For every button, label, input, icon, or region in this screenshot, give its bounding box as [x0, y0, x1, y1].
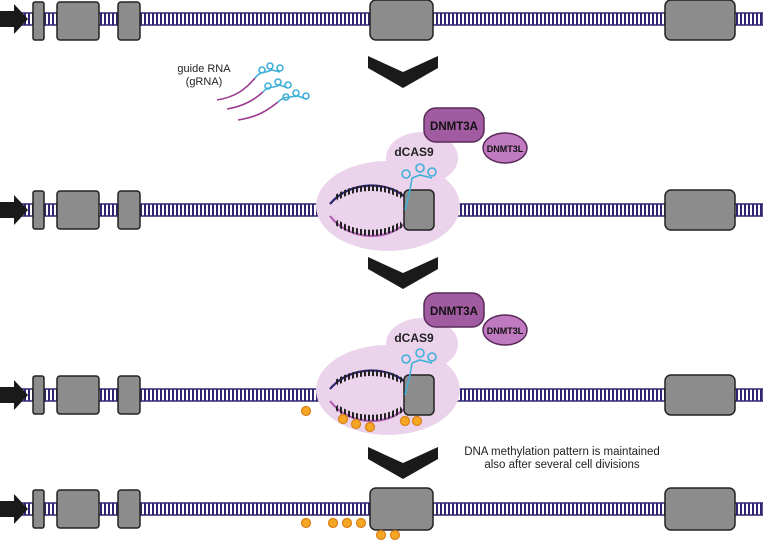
methylation-marks-inherited — [300, 517, 401, 541]
dcas9-lobe — [386, 318, 458, 370]
dcas9-label: dCAS9 — [394, 331, 434, 345]
exon — [117, 1, 141, 41]
methylation-note-continued: also after several cell divisions — [484, 459, 640, 471]
grna-molecule — [237, 89, 310, 121]
dna-row-4 — [0, 487, 763, 531]
exon — [56, 375, 100, 415]
exon — [664, 374, 736, 416]
exon — [117, 375, 141, 415]
step-chevron — [368, 56, 438, 88]
exon — [664, 189, 736, 231]
dna-row-1 — [0, 0, 763, 41]
methyl-group — [300, 517, 312, 529]
promoter-arrow — [0, 195, 28, 225]
dnmt3l-label: DNMT3L — [487, 144, 524, 154]
grna-molecule — [226, 78, 292, 110]
methyl-group — [355, 517, 367, 529]
exon — [32, 489, 45, 529]
methyl-group — [375, 529, 387, 541]
promoter-arrow — [0, 4, 28, 34]
dnmt3a-protein — [423, 107, 485, 143]
methyl-group — [399, 415, 411, 427]
target-exon — [403, 374, 435, 416]
dnmt3a-label: DNMT3A — [430, 121, 478, 133]
exon — [117, 489, 141, 529]
methyl-group — [389, 529, 401, 541]
methyl-group — [337, 413, 349, 425]
promoter-arrow — [0, 494, 28, 524]
methyl-group — [327, 517, 339, 529]
dnmt3a-label: DNMT3A — [430, 306, 478, 318]
dnmt3l-label: DNMT3L — [487, 326, 524, 336]
guide-rna-label-abbr: (gRNA) — [186, 76, 223, 88]
methylation-note: DNA methylation pattern is maintained — [464, 446, 660, 458]
exon — [32, 375, 45, 415]
exon — [664, 487, 736, 531]
methylation-marks — [300, 405, 423, 433]
methyl-group — [341, 517, 353, 529]
promoter-arrow — [0, 380, 28, 410]
methyl-group — [350, 418, 362, 430]
dnmt3a-protein — [423, 292, 485, 328]
target-exon — [403, 189, 435, 231]
exon — [32, 1, 45, 41]
dnmt3l-protein — [482, 132, 528, 164]
dcas9-complex-1: dCAS9 DNMT3A DNMT3L — [316, 107, 528, 251]
step-chevron — [368, 447, 438, 479]
exon — [117, 190, 141, 230]
exon — [369, 487, 434, 531]
dna-row-2 — [0, 189, 763, 231]
guide-rna-label: guide RNA — [177, 63, 231, 75]
dnmt3l-protein — [482, 314, 528, 346]
grna-molecule-group — [216, 62, 310, 121]
methyl-group — [300, 405, 312, 417]
step-chevron — [368, 257, 438, 289]
exon — [56, 489, 100, 529]
exon — [369, 0, 434, 41]
dcas9-complex-2: dCAS9 DNMT3A DNMT3L — [300, 292, 528, 435]
exon — [56, 190, 100, 230]
exon — [32, 190, 45, 230]
grna-molecule — [216, 62, 284, 101]
exon — [664, 0, 736, 41]
dcas9-label: dCAS9 — [394, 145, 434, 159]
methyl-group — [364, 421, 376, 433]
exon — [56, 1, 100, 41]
methyl-group — [411, 415, 423, 427]
